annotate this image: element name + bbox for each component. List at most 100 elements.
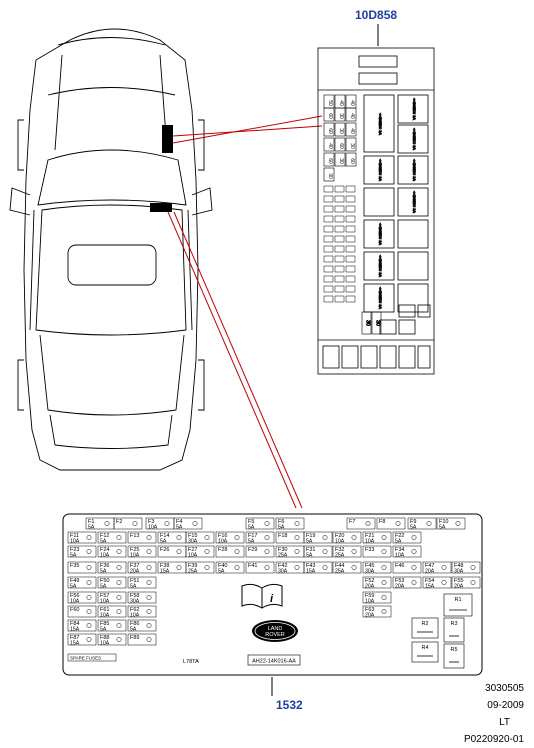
svg-text:F28: F28	[218, 547, 227, 553]
leader-lines	[167, 115, 323, 509]
svg-text:60: 60	[327, 158, 333, 164]
svg-text:F29: F29	[248, 547, 257, 553]
fuse-symbol-icon	[294, 535, 300, 540]
top-small-fuse	[345, 255, 356, 263]
svg-text:R4: R4	[421, 645, 428, 651]
top-small-fuse	[334, 235, 345, 243]
fuse-symbol-icon	[470, 580, 476, 585]
svg-text:10A: 10A	[70, 598, 80, 604]
fuse-f13: F13	[127, 531, 157, 544]
fuse-symbol-icon	[264, 565, 270, 570]
top-small-fuse	[323, 215, 334, 223]
svg-text:5A: 5A	[100, 583, 107, 589]
svg-text:25A: 25A	[335, 552, 345, 558]
svg-text:5A: 5A	[100, 568, 107, 574]
fuse-symbol-icon	[104, 521, 110, 526]
fuse-symbol-icon	[204, 565, 210, 570]
relay-r2: R2	[411, 617, 439, 639]
svg-text:F32: F32	[335, 547, 344, 553]
top-small-fuse	[323, 205, 334, 213]
svg-text:F62: F62	[130, 607, 139, 613]
svg-text:5A: 5A	[88, 524, 95, 530]
fuse-symbol-icon	[294, 565, 300, 570]
svg-text:5A: 5A	[70, 583, 77, 589]
fuse-symbol-icon	[116, 637, 122, 642]
fuse-symbol-icon	[132, 521, 138, 526]
svg-text:F1: F1	[88, 519, 94, 525]
svg-text:F38: F38	[160, 563, 169, 569]
fuse-f26: F26	[157, 545, 187, 558]
svg-text:5A: 5A	[278, 524, 285, 530]
fuse-symbol-icon	[146, 595, 152, 600]
fuse-symbol-icon	[381, 565, 387, 570]
fuse-symbol-icon	[381, 580, 387, 585]
fuse-f18: F18	[275, 531, 305, 544]
top-small-fuse	[334, 215, 345, 223]
top-fuse-cell: 60	[345, 152, 357, 167]
fuse-f2: F2	[113, 517, 143, 530]
relay-label: <<BSE00 3A	[378, 113, 382, 135]
fuse-symbol-icon	[176, 549, 182, 554]
svg-text:F14: F14	[160, 533, 169, 539]
fuse-symbol-icon	[164, 521, 170, 526]
svg-text:F2: F2	[116, 519, 122, 525]
top-small-fuse	[323, 275, 334, 283]
svg-text:5A: 5A	[70, 552, 77, 558]
fuse-symbol-icon	[294, 521, 300, 526]
svg-text:30A: 30A	[365, 568, 375, 574]
svg-text:10A: 10A	[335, 538, 345, 544]
fuse-symbol-icon	[146, 623, 152, 628]
svg-text:F26: F26	[160, 547, 169, 553]
relay-r1: R1	[443, 593, 473, 617]
top-fuse-cell: 30	[345, 137, 357, 152]
svg-text:F53: F53	[395, 578, 404, 584]
svg-text:F19: F19	[306, 533, 315, 539]
svg-text:F13: F13	[130, 533, 139, 539]
svg-text:5A: 5A	[248, 524, 255, 530]
fuse-f7: F7	[346, 517, 376, 530]
fuse-symbol-icon	[86, 580, 92, 585]
meta-side: LT	[499, 717, 510, 728]
spare-fuses-label: SPARE FUSES	[70, 656, 101, 661]
svg-text:F55: F55	[454, 578, 463, 584]
top-small-fuse	[334, 195, 345, 203]
svg-text:60: 60	[349, 158, 355, 164]
svg-text:F34: F34	[395, 547, 404, 553]
svg-text:F49: F49	[70, 578, 79, 584]
relay-label: <<BSE00 3A	[412, 128, 416, 150]
fuse-symbol-icon	[204, 549, 210, 554]
svg-text:F88: F88	[100, 635, 109, 641]
fuse-symbol-icon	[204, 535, 210, 540]
fuse-symbol-icon	[322, 565, 328, 570]
top-fuse-cell: 60	[323, 107, 335, 122]
svg-text:F15: F15	[188, 533, 197, 539]
svg-text:F39: F39	[188, 563, 197, 569]
fuse-symbol-icon	[441, 565, 447, 570]
svg-text:10A: 10A	[395, 552, 405, 558]
top-small-fuse	[323, 235, 334, 243]
svg-text:F16: F16	[218, 533, 227, 539]
top-small-fuse	[323, 265, 334, 273]
svg-text:5A: 5A	[248, 538, 255, 544]
top-small-fuse	[323, 185, 334, 193]
svg-text:5A: 5A	[410, 524, 417, 530]
top-fuse-cell: 60	[334, 137, 346, 152]
svg-text:F3: F3	[148, 519, 154, 525]
fuse-f89: F89	[127, 633, 157, 646]
svg-text:10A: 10A	[100, 552, 110, 558]
